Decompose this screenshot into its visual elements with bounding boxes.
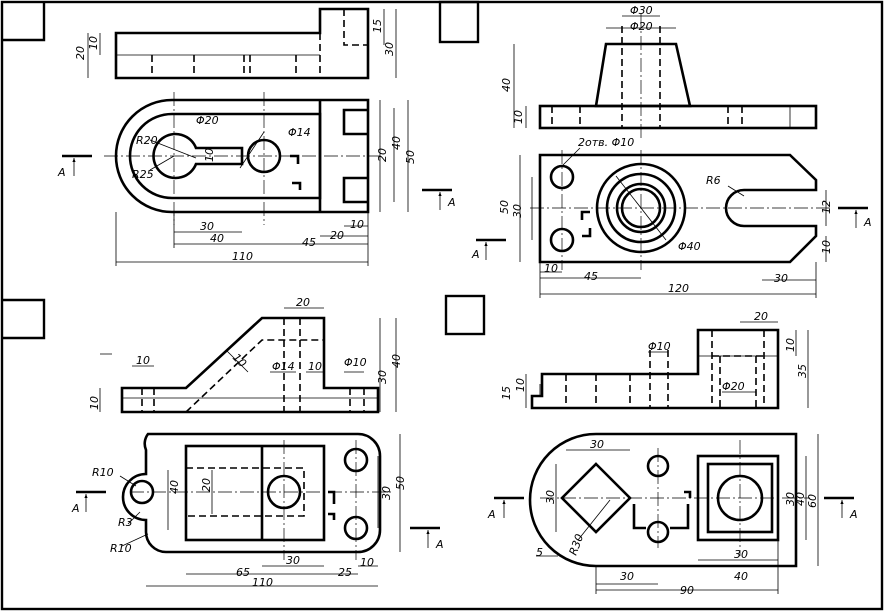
dim-label: R3 — [118, 516, 133, 529]
dim-label: Φ20 — [196, 114, 219, 127]
dim-label: 50 — [394, 476, 407, 490]
dim-label: 5 — [536, 546, 543, 559]
dim-label: 50 — [498, 200, 511, 214]
dim-label: 40 — [500, 78, 513, 92]
dim-label: 120 — [668, 282, 689, 295]
panel-3-dims: 20 10 10 Φ14 10 Φ10 30 40 10 R10 40 20 3… — [71, 296, 444, 589]
panel-3-drawing — [76, 307, 440, 587]
dim-label: 40 — [390, 354, 403, 368]
dim-label: 30 — [376, 370, 389, 384]
dim-label: 30 — [590, 438, 604, 451]
dim-label: 65 — [236, 566, 250, 579]
section-label: A — [447, 196, 456, 209]
dim-label: Φ14 — [288, 126, 311, 139]
dim-label: 15 — [371, 19, 384, 33]
dim-label: 10 — [88, 396, 101, 410]
dim-label: 20 — [296, 296, 310, 309]
dim-label: 40 — [734, 570, 748, 583]
dim-label: 60 — [806, 494, 819, 508]
dim-label: 30 — [383, 42, 396, 56]
dim-label: 2отв. Φ10 — [578, 136, 634, 149]
dim-label: 110 — [252, 576, 273, 589]
dim-label: 10 — [308, 360, 322, 373]
dim-label: Φ10 — [648, 340, 671, 353]
dim-label: 50 — [404, 150, 417, 164]
dim-label: 10 — [514, 378, 527, 392]
dim-label: 35 — [796, 364, 809, 378]
dim-label: 10 — [136, 354, 150, 367]
dim-label: 30 — [734, 548, 748, 561]
dim-label: 20 — [74, 46, 87, 60]
dim-label: R25 — [132, 168, 154, 181]
dim-label: 20 — [330, 229, 344, 242]
dim-label: 15 — [500, 386, 513, 400]
dim-label: R10 — [110, 542, 132, 555]
panel-1-drawing — [62, 7, 452, 266]
dim-label: 30 — [784, 492, 797, 506]
dim-label: 30 — [774, 272, 788, 285]
dim-label: R10 — [92, 466, 114, 479]
panel-1-dims: 20 10 15 30 Φ20 Φ14 R20 R25 10 20 40 50 … — [57, 19, 456, 263]
dim-label: Φ40 — [678, 240, 701, 253]
dim-label: 12 — [820, 200, 833, 214]
dim-label: 20 — [376, 148, 389, 162]
dim-label: Φ20 — [630, 20, 653, 33]
dim-label: 10 — [87, 36, 100, 50]
panel-4-drawing — [494, 321, 854, 594]
dim-label: 90 — [680, 584, 694, 597]
dim-label: 30 — [380, 486, 393, 500]
dim-label: 40 — [168, 480, 181, 494]
dim-label: Φ14 — [272, 360, 295, 373]
dim-label: 30 — [544, 490, 557, 504]
dim-label: 30 — [286, 554, 300, 567]
dim-label: 30 — [620, 570, 634, 583]
dim-label: R6 — [706, 174, 721, 187]
dim-label: 10 — [784, 338, 797, 352]
dim-label: 10 — [820, 240, 833, 254]
section-label: A — [435, 538, 444, 551]
dim-label: Φ30 — [630, 4, 653, 17]
dim-label: 10 — [512, 110, 525, 124]
dim-label: R30 — [567, 532, 587, 557]
panel-4-dims: 20 Φ10 10 35 15 10 Φ20 30 30 R30 5 30 40… — [487, 310, 858, 597]
dim-label: 30 — [200, 220, 214, 233]
dim-label: 20 — [754, 310, 768, 323]
dim-label: 30 — [511, 204, 524, 218]
dim-label: 40 — [794, 492, 807, 506]
dim-label: 45 — [584, 270, 598, 283]
dim-label: 110 — [232, 250, 253, 263]
dim-label: 40 — [390, 136, 403, 150]
section-label: A — [863, 216, 872, 229]
panel-2-drawing — [476, 14, 868, 298]
dim-label: 10 — [544, 262, 558, 275]
dim-label: 10 — [350, 218, 364, 231]
dim-label: Φ20 — [722, 380, 745, 393]
dim-label: 20 — [200, 478, 213, 492]
section-label: A — [71, 502, 80, 515]
dim-label: 25 — [338, 566, 352, 579]
dim-label: 45 — [302, 236, 316, 249]
dim-label: 40 — [210, 232, 224, 245]
dim-label: R20 — [136, 134, 158, 147]
dim-label: Φ10 — [344, 356, 367, 369]
panel-2-dims: Φ30 Φ20 40 10 2отв. Φ10 R6 50 30 12 10 Φ… — [471, 4, 872, 295]
section-label: A — [471, 248, 480, 261]
section-label: A — [849, 508, 858, 521]
dim-label: 10 — [360, 556, 374, 569]
section-label: A — [487, 508, 496, 521]
dim-label: 10 — [203, 148, 216, 162]
section-label: A — [57, 166, 66, 179]
dim-label: 10 — [230, 351, 249, 370]
